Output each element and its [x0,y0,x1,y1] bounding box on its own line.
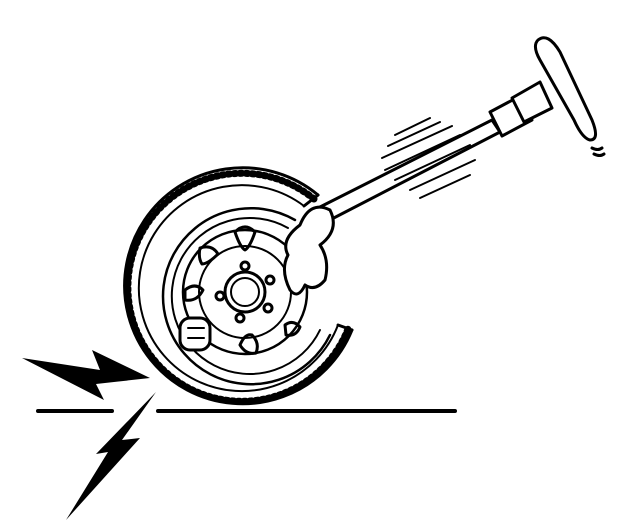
steering-column-icon [316,80,554,224]
wheel-tire-icon [123,166,354,406]
hand-icon [283,205,335,296]
steering-wheel-icon [533,36,606,157]
lightning-bolt-icon [22,350,150,400]
lightning-bolt-icon-lower [66,392,156,520]
vibration-lines-icon [381,117,476,199]
